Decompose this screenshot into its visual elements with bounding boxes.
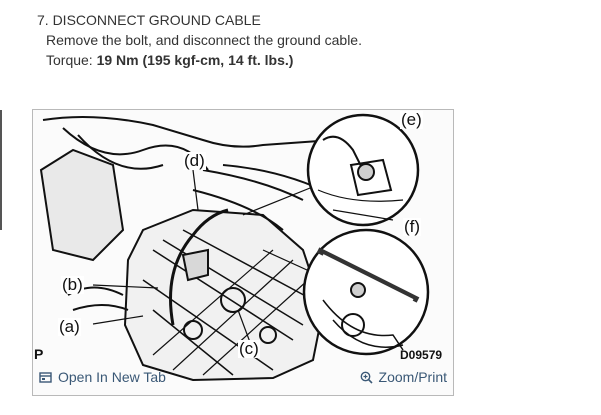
transmission-diagram: [39, 113, 430, 382]
leader-d: [192, 169, 199, 211]
callout-d: (d): [183, 151, 206, 170]
detail-f-boss: [341, 313, 365, 337]
detail-e-lines: [317, 189, 404, 221]
figure-footer: Open In New Tab Zoom/Print: [33, 365, 453, 389]
detail-e-cable: [322, 135, 364, 171]
open-tab-icon: [39, 371, 52, 383]
callout-a: (a): [58, 317, 81, 336]
leader-c: [237, 309, 252, 346]
figure-corner-mark: P: [34, 346, 44, 362]
step-section: 7. DISCONNECT GROUND CABLE Remove the bo…: [37, 10, 577, 70]
cable-bracket: [181, 248, 209, 282]
transmission-ribs-2: [152, 249, 309, 376]
engine-upper-outline: [42, 115, 334, 148]
leader-b: [92, 284, 159, 289]
step-instruction: Remove the bolt, and disconnect the grou…: [46, 32, 362, 48]
callout-f: (f): [403, 217, 422, 236]
callout-b: (b): [61, 275, 84, 294]
callout-c: (c): [238, 339, 260, 358]
detail-circle-f: [302, 228, 430, 356]
magnifier-plus-icon: [360, 371, 373, 384]
page-edge-rule: [0, 110, 2, 230]
open-in-new-tab-label: Open In New Tab: [58, 369, 166, 385]
callout-e: (e): [400, 110, 423, 129]
engine-left-block: [39, 148, 125, 262]
engine-hose-2: [77, 134, 164, 170]
torque-value: 19 Nm (195 kgf-cm, 14 ft. lbs.): [96, 52, 294, 68]
step-title: 7. DISCONNECT GROUND CABLE: [37, 12, 261, 28]
detail-f-rack: [316, 247, 420, 303]
ground-cable: [169, 208, 229, 326]
diagram-figure[interactable]: (e) (f) (d) (b) (a) (c) P D09579: [32, 109, 454, 396]
bolt-boss-2: [183, 320, 203, 340]
open-in-new-tab-link[interactable]: Open In New Tab: [33, 369, 172, 385]
detail-f-rack-inner: [322, 254, 414, 301]
detail-e-bracket: [349, 158, 393, 197]
torque-label: Torque:: [46, 52, 93, 68]
bolt-boss-3: [259, 326, 277, 344]
torque-line: Torque: 19 Nm (195 kgf-cm, 14 ft. lbs.): [46, 50, 577, 70]
detail-e-bolt: [357, 163, 375, 181]
detail-f-bolt: [350, 282, 366, 298]
bolt-boss-1: [220, 287, 246, 313]
leader-a: [92, 315, 144, 325]
detail-f-body: [322, 299, 404, 351]
zoom-print-label: Zoom/Print: [378, 369, 447, 385]
diagram-id: D09579: [400, 348, 443, 362]
zoom-print-link[interactable]: Zoom/Print: [354, 369, 453, 385]
